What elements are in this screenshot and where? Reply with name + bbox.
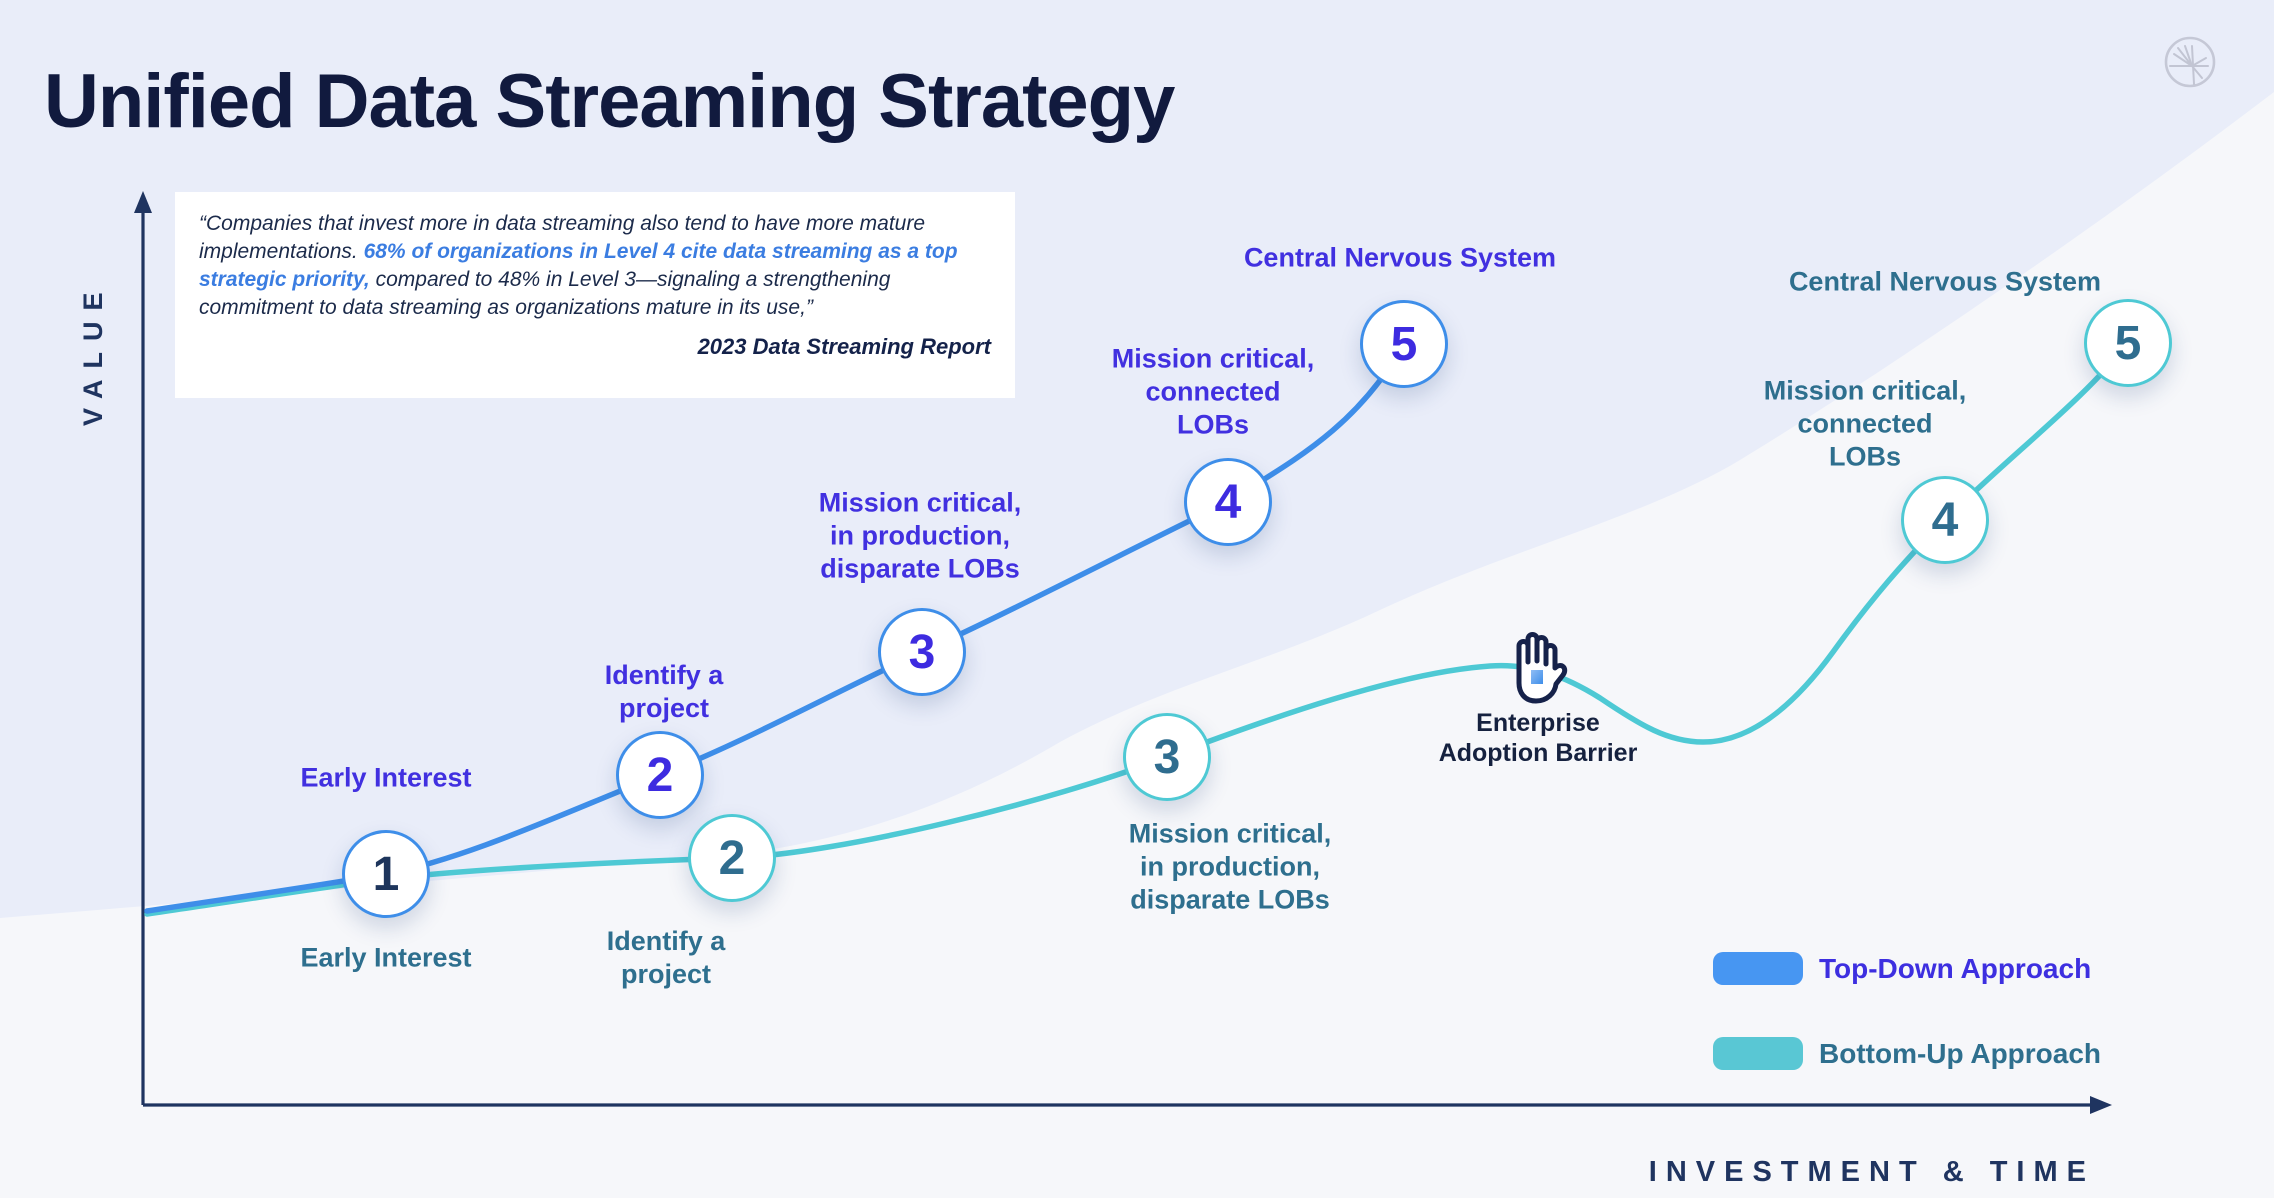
milestone-number: 4 [1931,493,1959,547]
y-axis-label: VALUE [78,281,108,426]
bottomup-label-3: Mission critical, in production, dispara… [1128,818,1332,915]
topdown-circle-4: 4 [1184,458,1272,546]
bottomup-circle-4: 4 [1901,476,1989,564]
x-axis-label: INVESTMENT & TIME [1648,1156,2095,1188]
milestone-number: 2 [718,831,746,885]
confluent-starburst-logo [2162,34,2218,95]
milestone-circle-1: 1 [342,830,430,918]
bottom-up-swatch [1713,1037,1803,1070]
topdown-label-5: Central Nervous System [1243,242,1557,273]
top-down-swatch [1713,952,1803,985]
page-title: Unified Data Streaming Strategy [44,59,1175,144]
bottomup-label-2: Identify a project [606,926,726,989]
quote-lead: “Companies that invest more in data stre… [199,212,926,263]
legend-item-bottom-up: Bottom-Up Approach [1713,1037,2101,1070]
light-background-region [0,92,2274,1198]
legend: Top-Down Approach Bottom-Up Approach [1713,952,2101,1122]
quote-attribution: 2023 Data Streaming Report [697,334,991,359]
milestone-number: 2 [646,748,674,802]
bottom-up-curve [144,340,2131,917]
milestone-number: 5 [1390,317,1418,371]
legend-label: Top-Down Approach [1819,952,2092,984]
barrier-label: Enterprise Adoption Barrier [1438,709,1638,767]
bottomup-circle-5: 5 [2084,299,2172,387]
milestone-number: 3 [1153,730,1181,784]
milestone-number: 1 [372,847,400,901]
bottomup-circle-2: 2 [688,814,776,902]
topdown-label-2: Identify a project [604,660,724,723]
topdown-label-4: Mission critical, connected LOBs [1111,343,1315,440]
bottomup-label-4: Mission critical, connected LOBs [1763,375,1967,472]
quote-box: “Companies that invest more in data stre… [175,192,1015,398]
topdown-label-1: Early Interest [300,762,472,793]
bottomup-label-1: Early Interest [300,942,472,973]
legend-label: Bottom-Up Approach [1819,1037,2102,1069]
topdown-circle-3: 3 [878,608,966,696]
milestone-number: 4 [1214,475,1242,529]
quote-tail: compared to 48% in Level 3—signaling a s… [199,268,891,319]
hand-stop-icon [1503,628,1571,713]
quote-highlight: 68% of organizations in Level 4 cite dat… [199,240,958,291]
milestone-number: 3 [908,625,936,679]
axes [134,191,2112,1114]
topdown-circle-2: 2 [616,731,704,819]
bottomup-label-5: Central Nervous System [1788,266,2102,297]
legend-item-top-down: Top-Down Approach [1713,952,2101,985]
topdown-circle-5: 5 [1360,300,1448,388]
milestone-number: 5 [2114,316,2142,370]
topdown-label-3: Mission critical, in production, dispara… [818,487,1022,584]
bottomup-circle-3: 3 [1123,713,1211,801]
quote-text: “Companies that invest more in data stre… [199,210,991,322]
